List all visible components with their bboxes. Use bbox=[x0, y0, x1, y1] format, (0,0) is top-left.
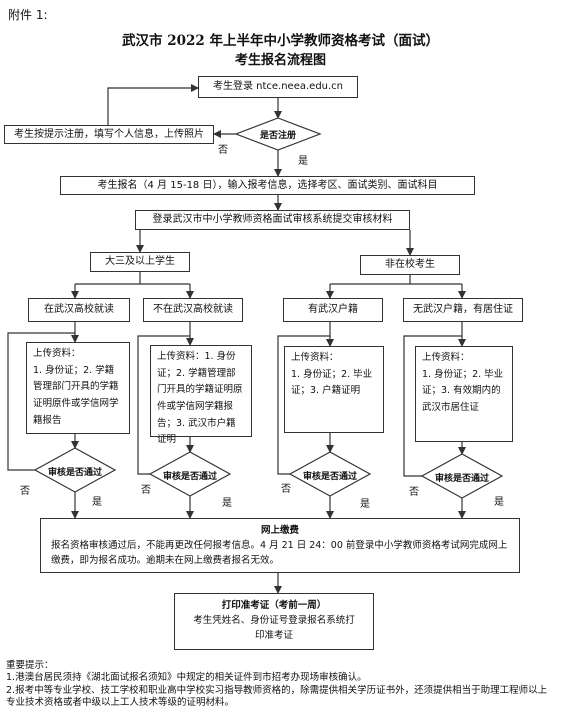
print-ticket-title: 打印准考证（考前一周） bbox=[221, 600, 327, 611]
online-payment-box: 网上缴费 报名资格审核通过后，不能再更改任何报考信息。4 月 21 日 24：0… bbox=[40, 518, 520, 573]
review-diamond-4: 审核是否通过 bbox=[434, 474, 489, 484]
review-no-label-4: 否 bbox=[409, 487, 419, 498]
non-student-box: 非在校考生 bbox=[360, 255, 460, 275]
register-check-diamond: 是否注册 bbox=[259, 131, 296, 141]
review-diamond-1: 审核是否通过 bbox=[47, 468, 102, 478]
review-yes-label-4: 是 bbox=[494, 497, 504, 508]
register-no-label: 否 bbox=[218, 145, 228, 156]
signup-box: 考生报名（4 月 15-18 日），输入报考信息，选择考区、面试类别、面试科目 bbox=[60, 176, 475, 195]
notes-heading: 重要提示： bbox=[6, 660, 54, 671]
review-yes-label-2: 是 bbox=[222, 498, 232, 509]
upload-box-in-wuhan: 上传资料： 1. 身份证；2. 学籍管理部门开具的学籍证明原件或学信网学籍报告 bbox=[26, 342, 130, 434]
junior-student-box: 大三及以上学生 bbox=[90, 252, 190, 272]
submit-box: 登录武汉市中小学教师资格面试审核系统提交审核材料 bbox=[135, 210, 410, 230]
print-ticket-text: 考生凭姓名、身份证号登录报名系统打印准考证 bbox=[193, 615, 355, 642]
not-in-wuhan-school-box: 不在武汉高校就读 bbox=[143, 298, 243, 322]
online-payment-title: 网上缴费 bbox=[260, 525, 299, 536]
review-no-label-2: 否 bbox=[141, 485, 151, 496]
in-wuhan-school-box: 在武汉高校就读 bbox=[28, 298, 130, 322]
note-item-1: 1.港澳台居民须持《湖北面试报名须知》中规定的相关证件到市招考办现场审核确认。 bbox=[6, 672, 367, 684]
wuhan-hukou-box: 有武汉户籍 bbox=[283, 298, 383, 322]
review-no-label-1: 否 bbox=[20, 486, 30, 497]
review-diamond-2: 审核是否通过 bbox=[162, 472, 217, 482]
page-subtitle: 考生报名流程图 bbox=[234, 53, 326, 68]
review-no-label-3: 否 bbox=[281, 484, 291, 495]
login-box: 考生登录 ntce.neea.edu.cn bbox=[198, 76, 358, 98]
online-payment-text: 报名资格审核通过后，不能再更改任何报考信息。4 月 21 日 24：00 前登录… bbox=[51, 540, 508, 567]
upload-box-not-in-wuhan: 上传资料：1. 身份证；2. 学籍管理部门开具的学籍证明原件或学信网学籍报告；3… bbox=[150, 345, 252, 445]
upload-box-residence: 上传资料： 1. 身份证；2. 毕业证；3. 有效期内的武汉市居住证 bbox=[415, 346, 513, 442]
upload-box-hukou: 上传资料： 1. 身份证；2. 毕业证；3. 户籍证明 bbox=[284, 346, 384, 433]
review-diamond-3: 审核是否通过 bbox=[302, 472, 357, 482]
register-yes-label: 是 bbox=[298, 156, 308, 167]
important-notes: 重要提示： 1.港澳台居民须持《湖北面试报名须知》中规定的相关证件到市招考办现场… bbox=[6, 660, 556, 709]
no-hukou-residence-box: 无武汉户籍，有居住证 bbox=[403, 298, 523, 322]
review-yes-label-1: 是 bbox=[92, 497, 102, 508]
attachment-label: 附件 1: bbox=[8, 8, 48, 22]
print-ticket-box: 打印准考证（考前一周） 考生凭姓名、身份证号登录报名系统打印准考证 bbox=[174, 593, 374, 650]
register-step-box: 考生按提示注册，填写个人信息，上传照片 bbox=[4, 125, 214, 144]
note-item-2: 2.报考中等专业学校、技工学校和职业高中学校实习指导教师资格的，除需提供相关学历… bbox=[6, 684, 548, 709]
review-yes-label-3: 是 bbox=[360, 499, 370, 510]
page-title: 武汉市 2022 年上半年中小学教师资格考试（面试） bbox=[122, 33, 439, 49]
